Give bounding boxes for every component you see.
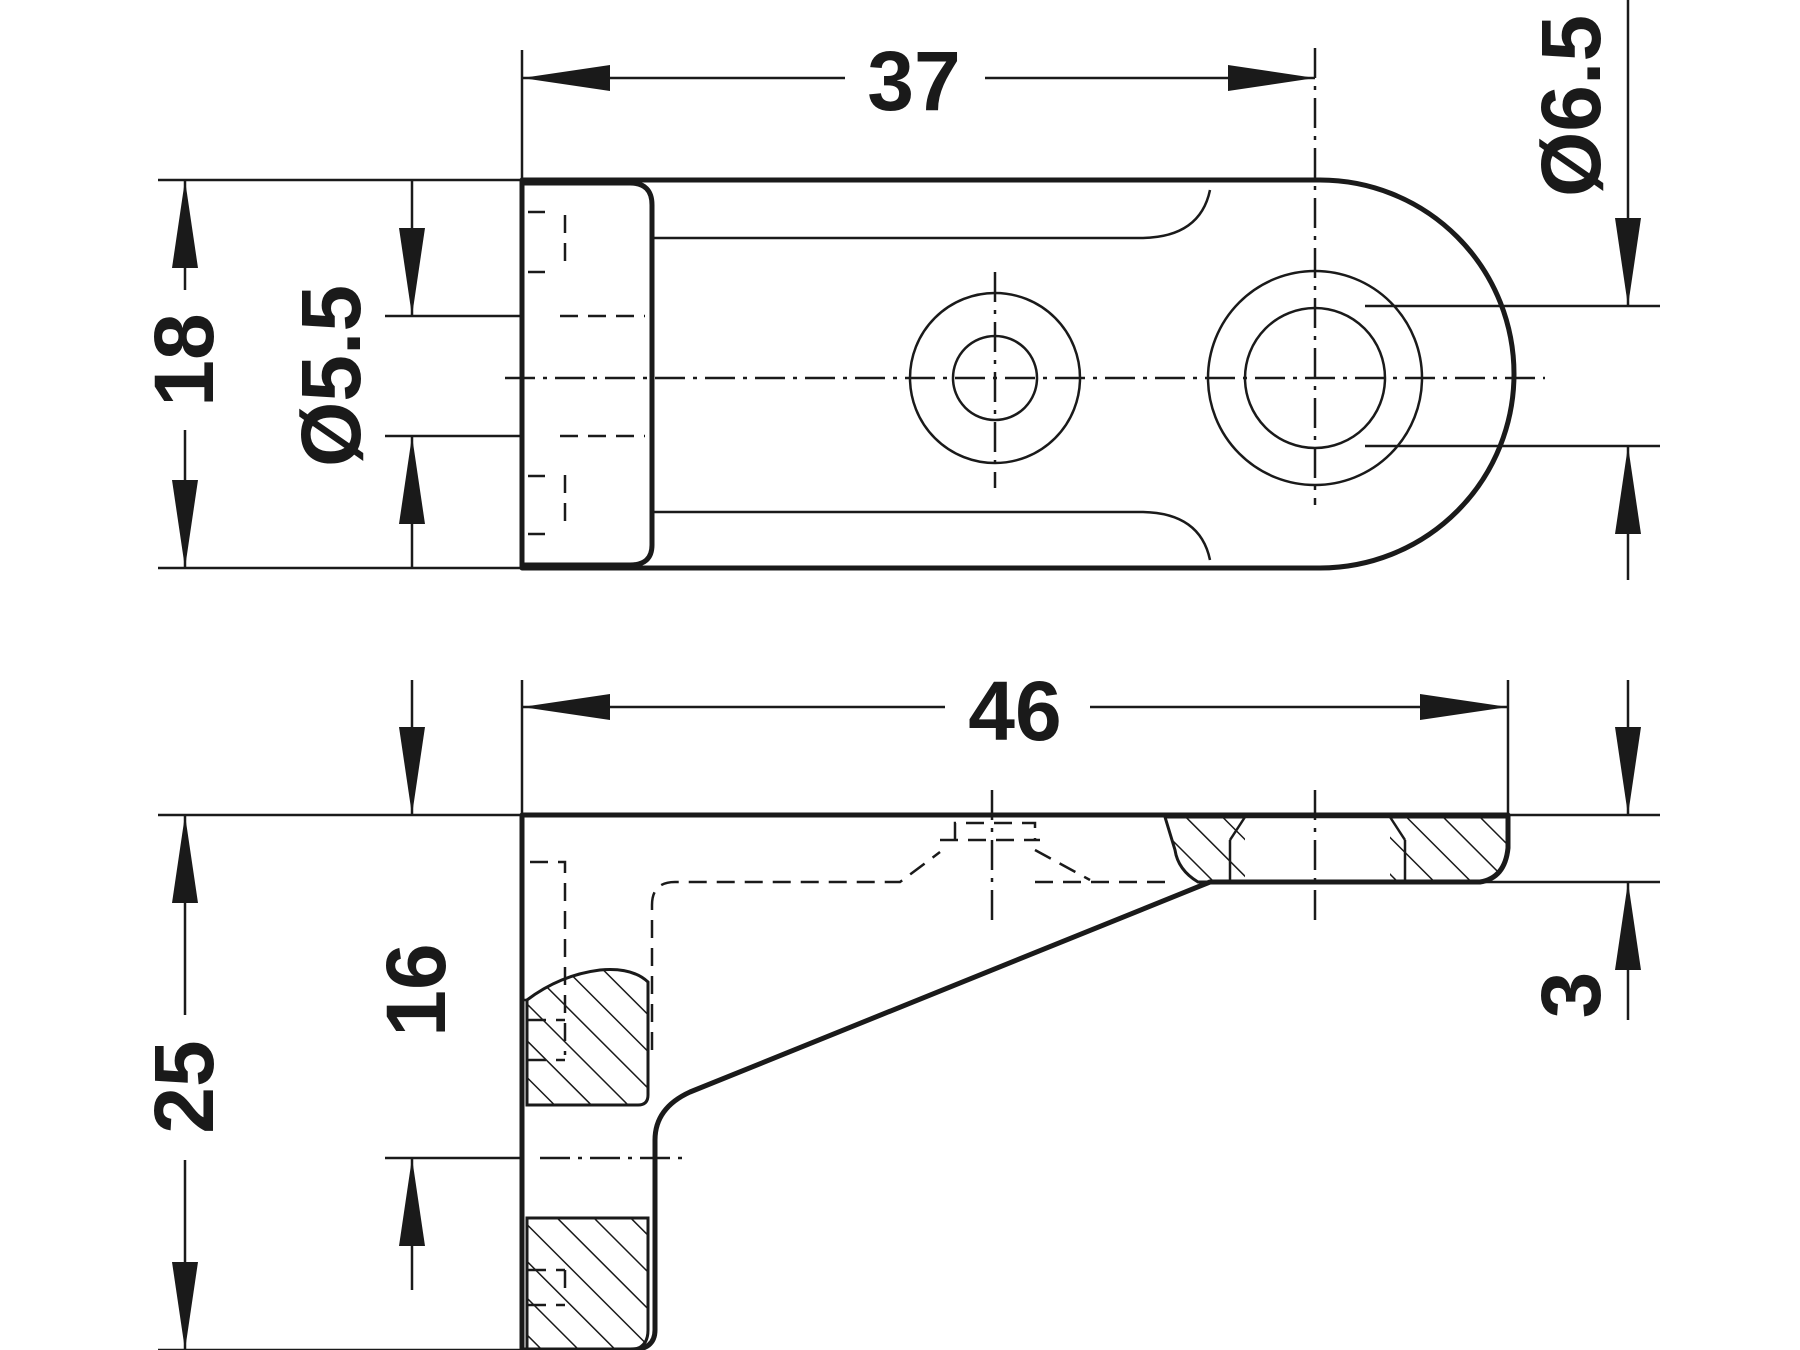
top-view-rib-upper	[652, 189, 1212, 240]
dim-side-height-total: 25	[137, 1040, 231, 1133]
dim-side-height-inner: 16	[369, 943, 463, 1036]
dim-top-height: 18	[137, 313, 231, 406]
side-view-outline	[519, 812, 1511, 1350]
top-view: 37 18 Ø5.5 Ø6.5	[137, 0, 1660, 580]
dim-top-hole-left: Ø5.5	[284, 285, 378, 467]
section-upper-left	[525, 968, 650, 1107]
top-view-rib-lower	[652, 510, 1212, 561]
top-view-outline	[519, 177, 1517, 571]
top-view-plate	[519, 180, 655, 568]
section-lower-left	[525, 1216, 650, 1350]
section-right-bore	[1245, 817, 1390, 882]
dim-top-hole-right: Ø6.5	[1524, 15, 1618, 197]
side-view: 46 25 16 3	[137, 664, 1660, 1350]
dim-top-width: 37	[867, 34, 960, 128]
dim-side-width: 46	[968, 664, 1061, 758]
dim-side-thickness: 3	[1524, 972, 1618, 1019]
